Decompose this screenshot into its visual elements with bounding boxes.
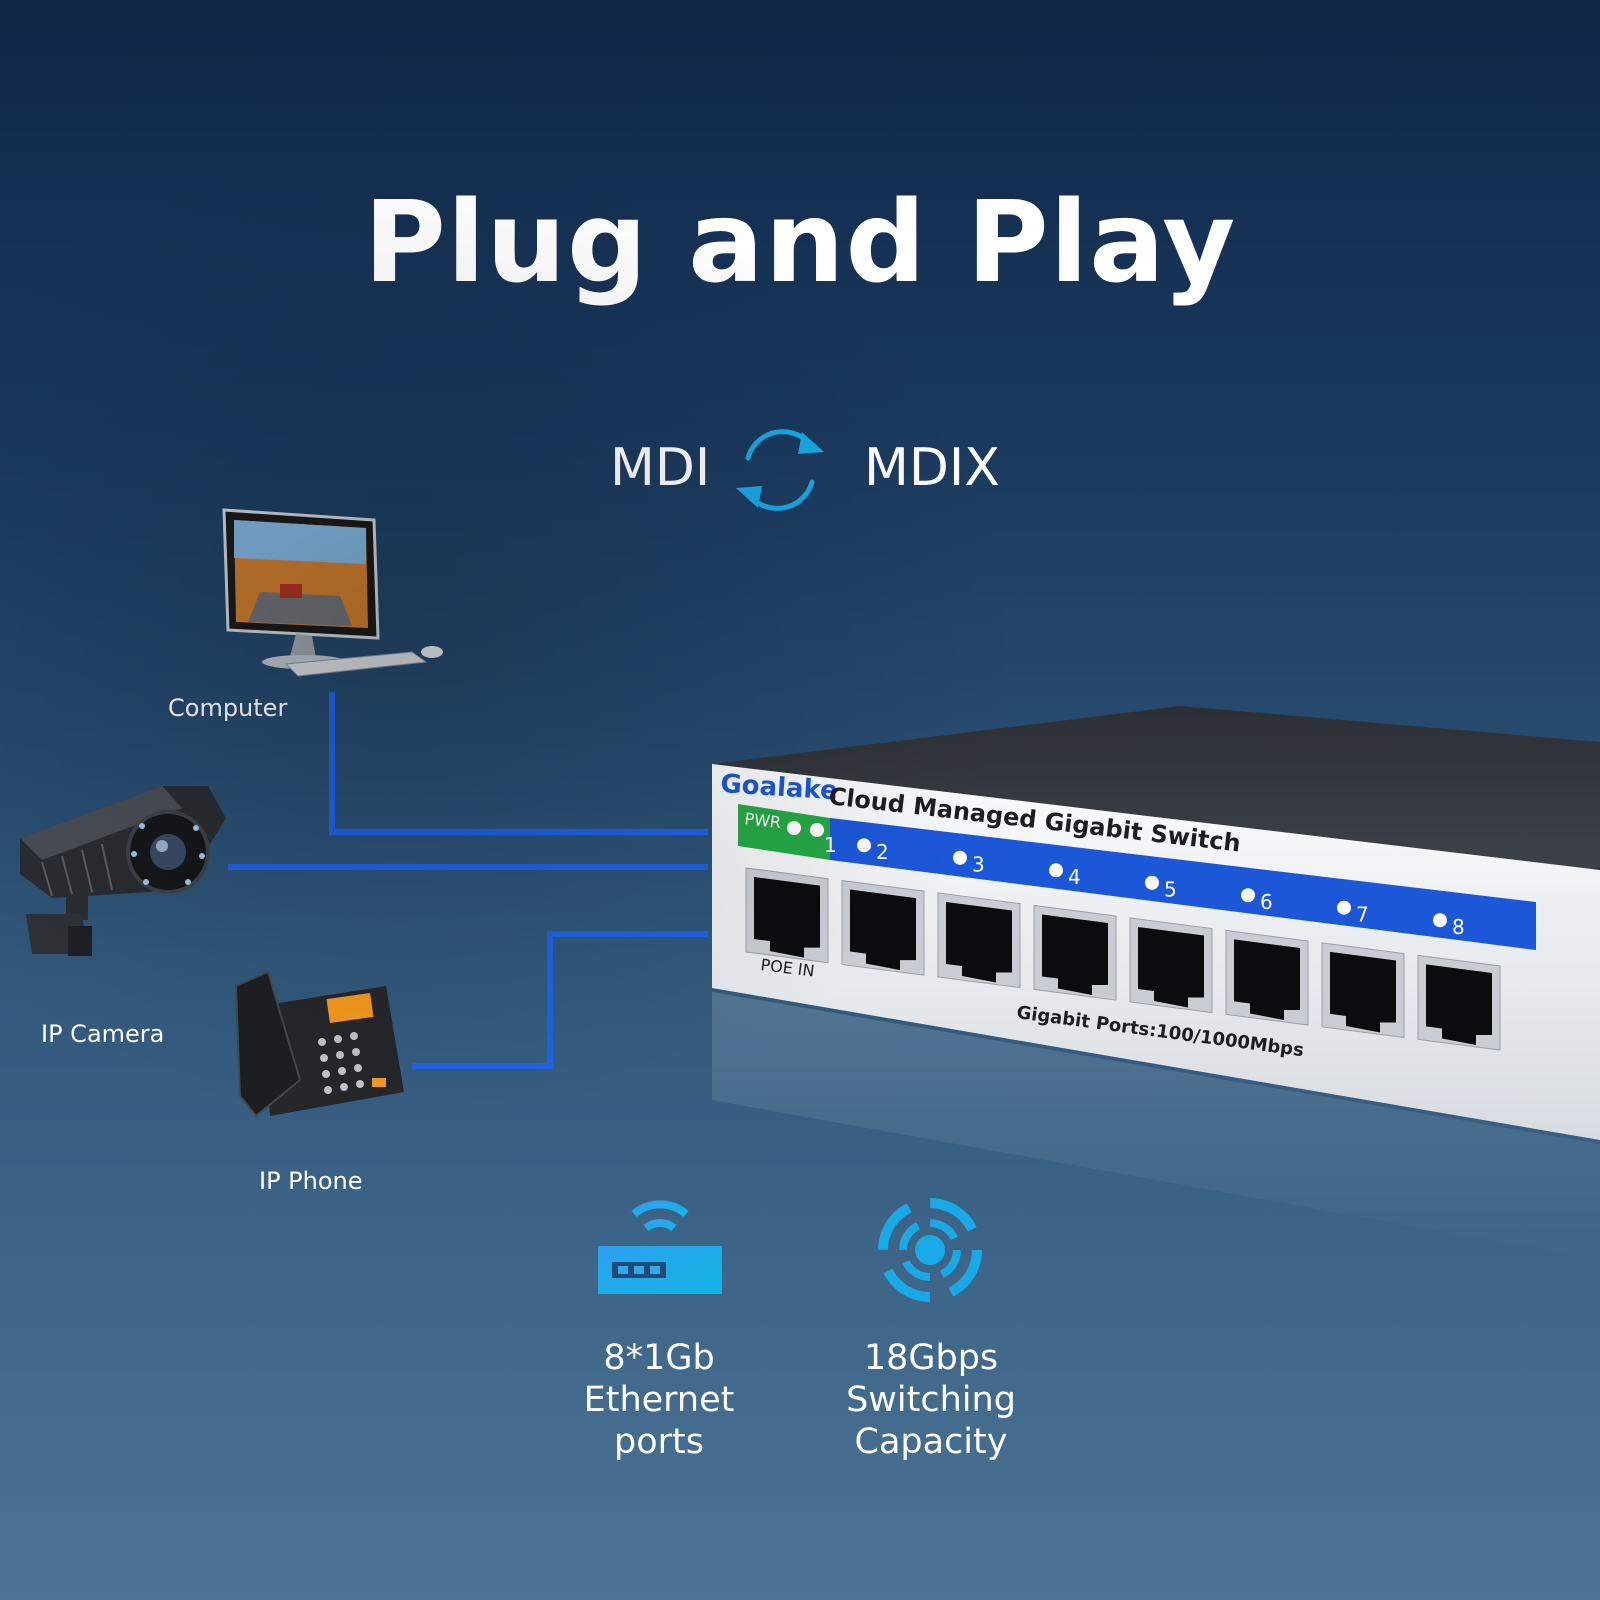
ethernet-port-socket (1042, 914, 1108, 996)
feature-ports-text: 8*1Gb Ethernet ports (583, 1338, 735, 1462)
port-number: 6 (1260, 890, 1273, 914)
ethernet-port-socket (1234, 939, 1300, 1020)
computer-link (329, 692, 708, 835)
mdi-label: MDI (610, 438, 711, 498)
feature-capacity-text: 18Gbps Switching Capacity (846, 1338, 1016, 1462)
port-number: 1 (824, 833, 837, 857)
ip-phone-label: IP Phone (259, 1167, 363, 1195)
computer-icon (222, 508, 443, 677)
mdi-mdix-row: MDI MDIX (0, 420, 1600, 520)
port-number: 3 (972, 852, 985, 876)
signal-icon (878, 1198, 982, 1302)
phone-link (412, 931, 708, 1069)
port-led (1337, 900, 1351, 915)
ethernet-port-socket (946, 901, 1012, 983)
mdix-label: MDIX (864, 438, 1000, 498)
ethernet-port-socket (1426, 964, 1492, 1045)
port-led (953, 850, 967, 865)
ethernet-port-socket (1330, 951, 1396, 1033)
ethernet-port-socket (754, 877, 820, 958)
computer-label: Computer (168, 694, 288, 722)
port-number: 5 (1164, 877, 1177, 901)
port-led (1241, 888, 1255, 903)
port-led (1433, 913, 1447, 928)
port-number: 8 (1452, 915, 1465, 939)
port-number: 4 (1068, 865, 1081, 889)
ip-phone-icon (234, 970, 404, 1118)
port-led (810, 823, 824, 837)
port-led (1145, 875, 1159, 890)
switch-brand: Goalake (720, 769, 839, 806)
ethernet-port-socket (1138, 926, 1204, 1008)
port-number: 7 (1356, 902, 1369, 926)
gigabit-switch: Goalake Cloud Managed Gigabit Switch PWR… (712, 706, 1600, 1260)
ip-camera-icon (20, 786, 226, 956)
swap-arrows-icon (736, 429, 824, 511)
ethernet-port-socket (850, 889, 916, 971)
headline: Plug and Play (363, 178, 1237, 308)
port-led (1049, 863, 1063, 878)
ethernet-ports (745, 867, 1501, 1051)
ip-camera-label: IP Camera (41, 1020, 165, 1048)
port-number: 2 (876, 840, 889, 864)
router-icon (598, 1200, 722, 1294)
port-led-labels: 1 2 3 4 5 6 7 8 (824, 833, 1465, 939)
port-led (857, 838, 871, 853)
pwr-led (787, 821, 801, 835)
pwr-label: PWR (744, 809, 783, 832)
